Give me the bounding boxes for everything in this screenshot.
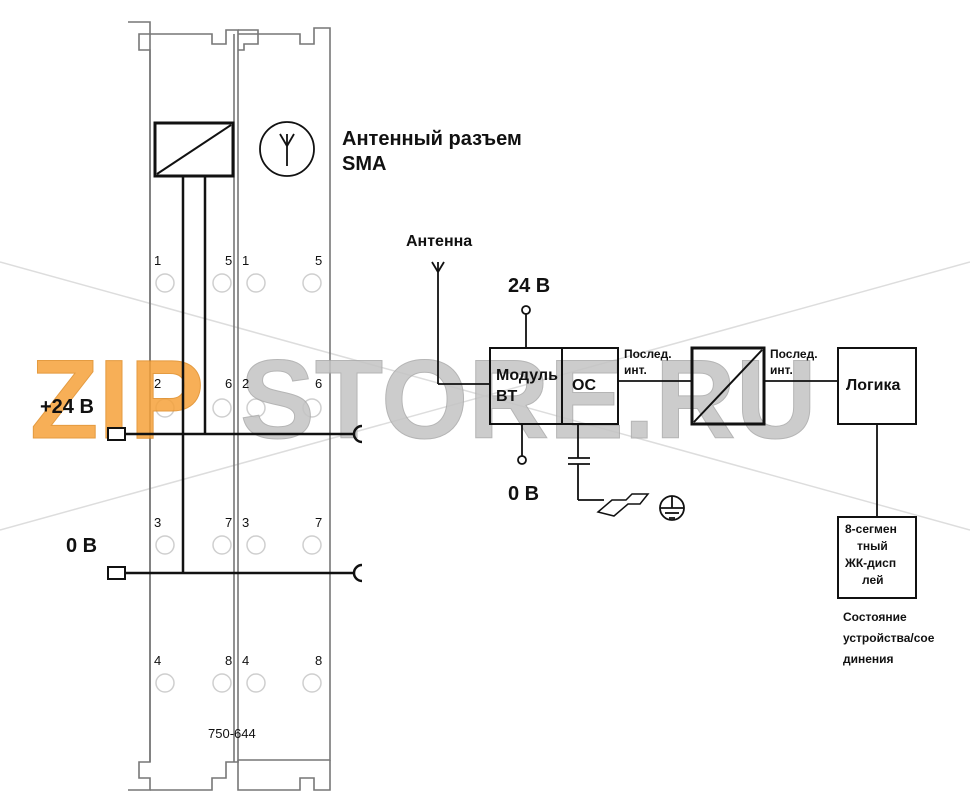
- os-label: ОС: [572, 377, 596, 394]
- antenna-circle-icon: [259, 121, 315, 177]
- terminal-number: 2: [242, 376, 249, 391]
- serial-interface-label: Послед.: [770, 347, 818, 361]
- terminal-number: 3: [154, 515, 161, 530]
- status-label-2: устройства/сое: [843, 631, 935, 645]
- terminal-number: 4: [242, 653, 249, 668]
- watermark-right: STORE.RU: [240, 337, 817, 462]
- terminal-numbers: 1 2 3 4 5 6 7 8 1 2 3 4 5 6 7 8 750-644: [154, 253, 322, 741]
- plus24-label: +24 В: [40, 396, 94, 418]
- part-number: 750-644: [208, 726, 256, 741]
- terminal-number: 7: [225, 515, 232, 530]
- terminal-number: 1: [154, 253, 161, 268]
- logic-label: Логика: [846, 377, 901, 394]
- module-housing: [128, 21, 331, 791]
- antenna-label: Антенна: [406, 233, 472, 250]
- serial-interface-label-2: инт.: [624, 363, 647, 377]
- terminal-number: 2: [154, 376, 161, 391]
- block-diagram: [431, 261, 917, 599]
- status-label: Состояние: [843, 610, 907, 624]
- status-label-3: динения: [843, 652, 894, 666]
- voltage-0-label: 0 В: [508, 483, 539, 505]
- voltage-24-label: 24 В: [508, 275, 550, 297]
- display-label-3: ЖК-дисп: [844, 556, 896, 570]
- terminal-number: 1: [242, 253, 249, 268]
- terminal-number: 4: [154, 653, 161, 668]
- module-wiring: [107, 176, 363, 583]
- converter-symbol: [153, 121, 235, 178]
- terminal-number: 5: [315, 253, 322, 268]
- terminal-number: 7: [315, 515, 322, 530]
- terminal-circles: [155, 273, 322, 693]
- display-label: 8-сегмен: [845, 522, 897, 536]
- terminal-number: 8: [315, 653, 322, 668]
- background-guides: [0, 261, 970, 531]
- terminal-number: 8: [225, 653, 232, 668]
- bt-module-label-2: BT: [496, 388, 518, 405]
- terminal-number: 5: [225, 253, 232, 268]
- watermark-left: ZIP: [30, 337, 204, 462]
- antenna-connector-label: Антенный разъем: [342, 128, 522, 150]
- terminal-number: 3: [242, 515, 249, 530]
- serial-interface-label-2: инт.: [770, 363, 793, 377]
- antenna-connector-label-2: SMA: [342, 153, 386, 175]
- display-label-2: тный: [857, 539, 888, 553]
- display-label-4: лей: [862, 573, 884, 587]
- bt-module-label: Модуль: [496, 367, 558, 384]
- terminal-number: 6: [225, 376, 232, 391]
- terminal-number: 6: [315, 376, 322, 391]
- zero-volt-left-label: 0 В: [66, 535, 97, 557]
- serial-interface-label: Послед.: [624, 347, 672, 361]
- watermark: ZIP STORE.RU: [30, 337, 818, 463]
